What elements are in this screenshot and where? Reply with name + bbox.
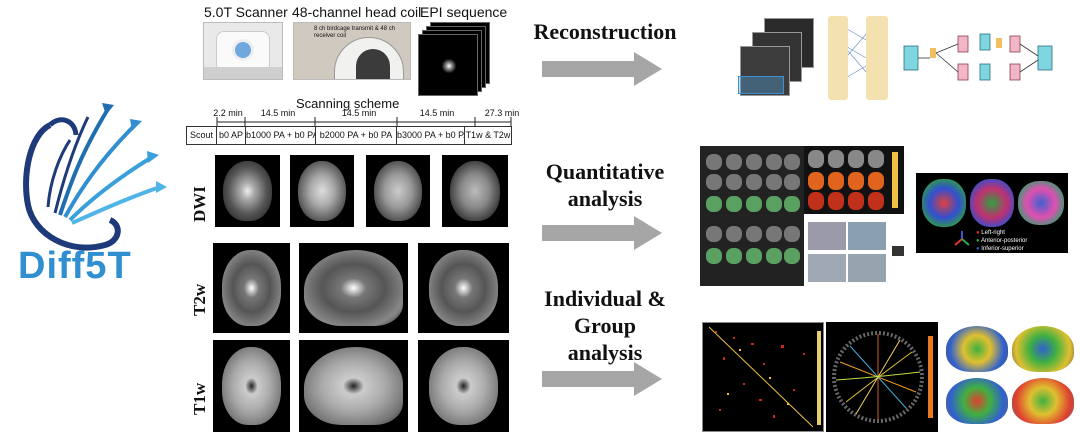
sequence-scout: Scout <box>186 126 217 145</box>
logo: Diff5T <box>10 95 170 295</box>
sequence-b3000: b3000 PA + b0 PA <box>396 126 469 145</box>
dwi-image <box>442 155 508 227</box>
reconstruction-pipeline-figure <box>900 28 1060 90</box>
coil-label: 48-channel head coil <box>292 4 422 20</box>
flow-arrow <box>542 362 662 396</box>
reconstruction-stack-figure <box>728 14 820 104</box>
logo-mark <box>23 103 167 251</box>
flow-arrow <box>542 52 662 86</box>
coil-photo: 8 ch birdcage transmit & 48 ch receiver … <box>293 22 411 80</box>
scanner-label: 5.0T Scanner <box>204 4 288 20</box>
cortical-map-figure <box>942 322 1078 432</box>
axes-icon <box>954 231 970 246</box>
duration-label: 14.5 min <box>419 108 455 118</box>
t2w-sagittal-image <box>299 243 408 333</box>
dwi-image <box>366 155 430 227</box>
scanner-photo <box>203 22 283 80</box>
legend-item: ● Inferior-superior <box>976 246 1024 252</box>
row-label-t1w: T1w <box>190 382 209 415</box>
sequence-b1000: b1000 PA + b0 PA <box>245 126 318 145</box>
t1w-sagittal-image <box>299 340 408 432</box>
stage-quantitative: Quantitative analysis <box>545 159 665 211</box>
stage-individual-group: Individual & Group analysis <box>544 286 666 365</box>
quantitative-grid-figure <box>700 146 804 286</box>
t2w-coronal-image <box>418 243 509 333</box>
t2w-axial-image <box>213 243 290 333</box>
coil-caption: 8 ch birdcage transmit & 48 ch receiver … <box>314 26 396 39</box>
scheme-title: Scanning scheme <box>296 96 400 111</box>
sequence-b2000: b2000 PA + b0 PA <box>315 126 397 145</box>
sequence-b0-ap: b0 AP <box>216 126 246 145</box>
sequence-t1w-t2w: T1w & T2w <box>464 126 512 145</box>
legend-item: ● Anterior-posterior <box>976 238 1028 244</box>
duration-label: 14.5 min <box>341 108 377 118</box>
flow-arrow <box>542 216 662 250</box>
t1w-axial-image <box>213 340 290 432</box>
legend-item: ● Left-right <box>976 230 1005 236</box>
row-label-t2w: T2w <box>190 283 209 316</box>
row-label-dwi: DWI <box>190 186 209 222</box>
epi-image-stack <box>418 22 496 98</box>
duration-label: 2.2 min <box>213 108 243 118</box>
quantitative-zoom-figure <box>806 218 906 286</box>
fiber-orientation-figure: ● Left-right ● Anterior-posterior ● Infe… <box>916 173 1068 253</box>
connectome-circle-figure <box>826 322 938 432</box>
stage-reconstruction: Reconstruction <box>533 19 677 44</box>
legend: ● Left-right ● Anterior-posterior ● Infe… <box>976 229 1027 253</box>
epi-label: EPI sequence <box>420 4 508 20</box>
dwi-image <box>215 155 280 227</box>
reconstruction-network-figure <box>822 12 894 104</box>
t1w-coronal-image <box>418 340 509 432</box>
quantitative-heatmap-figure <box>804 146 904 214</box>
logo-text: Diff5T <box>18 245 132 287</box>
duration-label: 27.3 min <box>484 108 520 118</box>
duration-label: 14.5 min <box>260 108 296 118</box>
dwi-image <box>290 155 354 227</box>
connectivity-matrix-figure <box>702 322 824 432</box>
timeline-axis <box>216 117 512 126</box>
